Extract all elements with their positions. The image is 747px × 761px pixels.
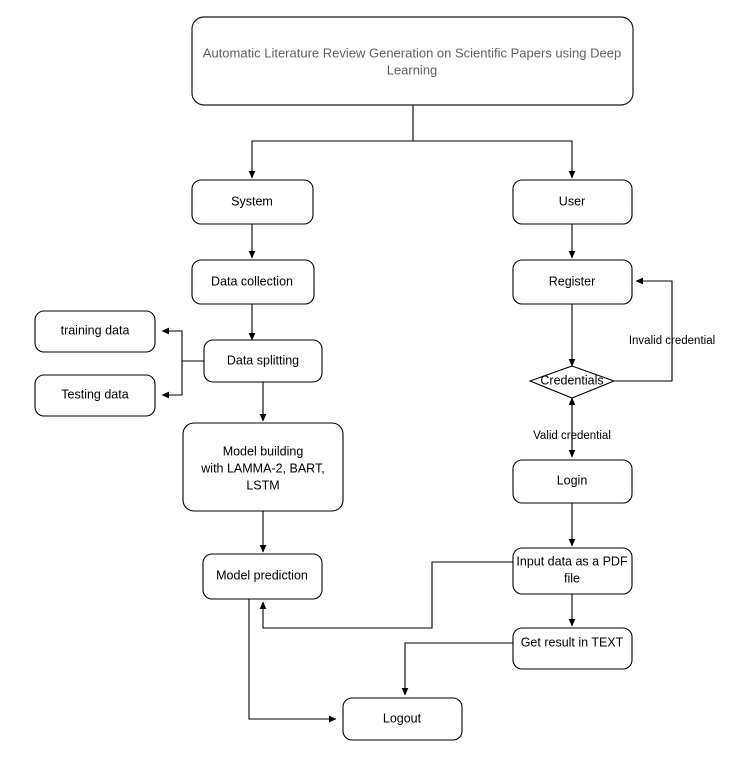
node-user-label: User	[559, 194, 585, 208]
edge-input-pdf-to-model-prediction	[259, 561, 513, 629]
node-model-building-label-line1: Model building	[223, 444, 304, 458]
node-system-label: System	[231, 194, 273, 208]
node-model-prediction[interactable]: Model prediction	[202, 553, 323, 600]
node-data-splitting-shape	[203, 339, 323, 383]
node-register-shape	[512, 259, 633, 305]
node-user[interactable]: User	[512, 179, 633, 225]
node-model-building-shape	[182, 422, 344, 512]
node-system[interactable]: System	[191, 179, 314, 225]
node-model-building[interactable]: Model building with LAMMA-2, BART, LSTM	[182, 422, 344, 512]
edge-title-to-user	[413, 140, 576, 179]
node-credentials-label: Credentials	[540, 373, 603, 387]
node-data-collection[interactable]: Data collection	[191, 259, 315, 305]
edge-split-to-training-data	[161, 327, 183, 361]
node-login-shape	[512, 459, 633, 504]
node-input-pdf[interactable]: Input data as a PDF file	[512, 547, 633, 595]
node-logout-shape	[342, 697, 463, 741]
node-login-label: Login	[557, 473, 588, 487]
node-data-collection-shape	[191, 259, 315, 305]
node-testing-data-label: Testing data	[61, 387, 128, 401]
node-credentials-shape	[528, 365, 616, 399]
node-user-shape	[512, 179, 633, 225]
edge-label-valid-credential: Valid credential	[533, 430, 611, 442]
node-credentials[interactable]: Credentials	[528, 365, 616, 399]
node-testing-data[interactable]: Testing data	[34, 374, 156, 417]
edge-credentials-invalid-to-register	[614, 277, 673, 382]
node-testing-data-shape	[34, 374, 156, 417]
node-register-label: Register	[549, 274, 596, 288]
node-input-pdf-label-line2: file	[564, 571, 580, 585]
node-input-pdf-label-line1: Input data as a PDF	[516, 554, 628, 568]
node-title-shape	[191, 16, 634, 106]
node-data-splitting-label: Data splitting	[227, 353, 299, 367]
node-system-shape	[191, 179, 314, 225]
edge-model-prediction-to-logout	[248, 599, 337, 723]
node-data-splitting[interactable]: Data splitting	[203, 339, 323, 383]
edge-title-to-system	[248, 140, 413, 179]
node-training-data[interactable]: training data	[34, 310, 156, 353]
node-model-building-label-line2: with LAMMA-2, BART,	[200, 461, 324, 475]
node-login[interactable]: Login	[512, 459, 633, 504]
node-title-label-line1: Automatic Literature Review Generation o…	[203, 45, 621, 60]
node-training-data-shape	[34, 310, 156, 353]
node-title[interactable]: Automatic Literature Review Generation o…	[191, 16, 634, 106]
node-model-prediction-shape	[202, 553, 323, 600]
node-logout-label: Logout	[383, 711, 422, 725]
node-model-prediction-label: Model prediction	[216, 568, 308, 582]
edge-label-invalid-credential: Invalid credential	[629, 335, 715, 347]
node-register[interactable]: Register	[512, 259, 633, 305]
edge-get-result-to-logout	[401, 642, 513, 696]
node-title-label-line2: Learning	[387, 62, 438, 77]
node-get-result[interactable]: Get result in TEXT	[512, 627, 633, 670]
node-input-pdf-shape	[512, 547, 633, 595]
node-get-result-label: Get result in TEXT	[521, 635, 624, 649]
node-training-data-label: training data	[61, 323, 130, 337]
node-logout[interactable]: Logout	[342, 697, 463, 741]
node-model-building-label-line3: LSTM	[246, 478, 279, 492]
node-get-result-shape	[512, 627, 633, 670]
edge-split-to-testing-data	[161, 361, 183, 399]
node-data-collection-label: Data collection	[211, 274, 293, 288]
